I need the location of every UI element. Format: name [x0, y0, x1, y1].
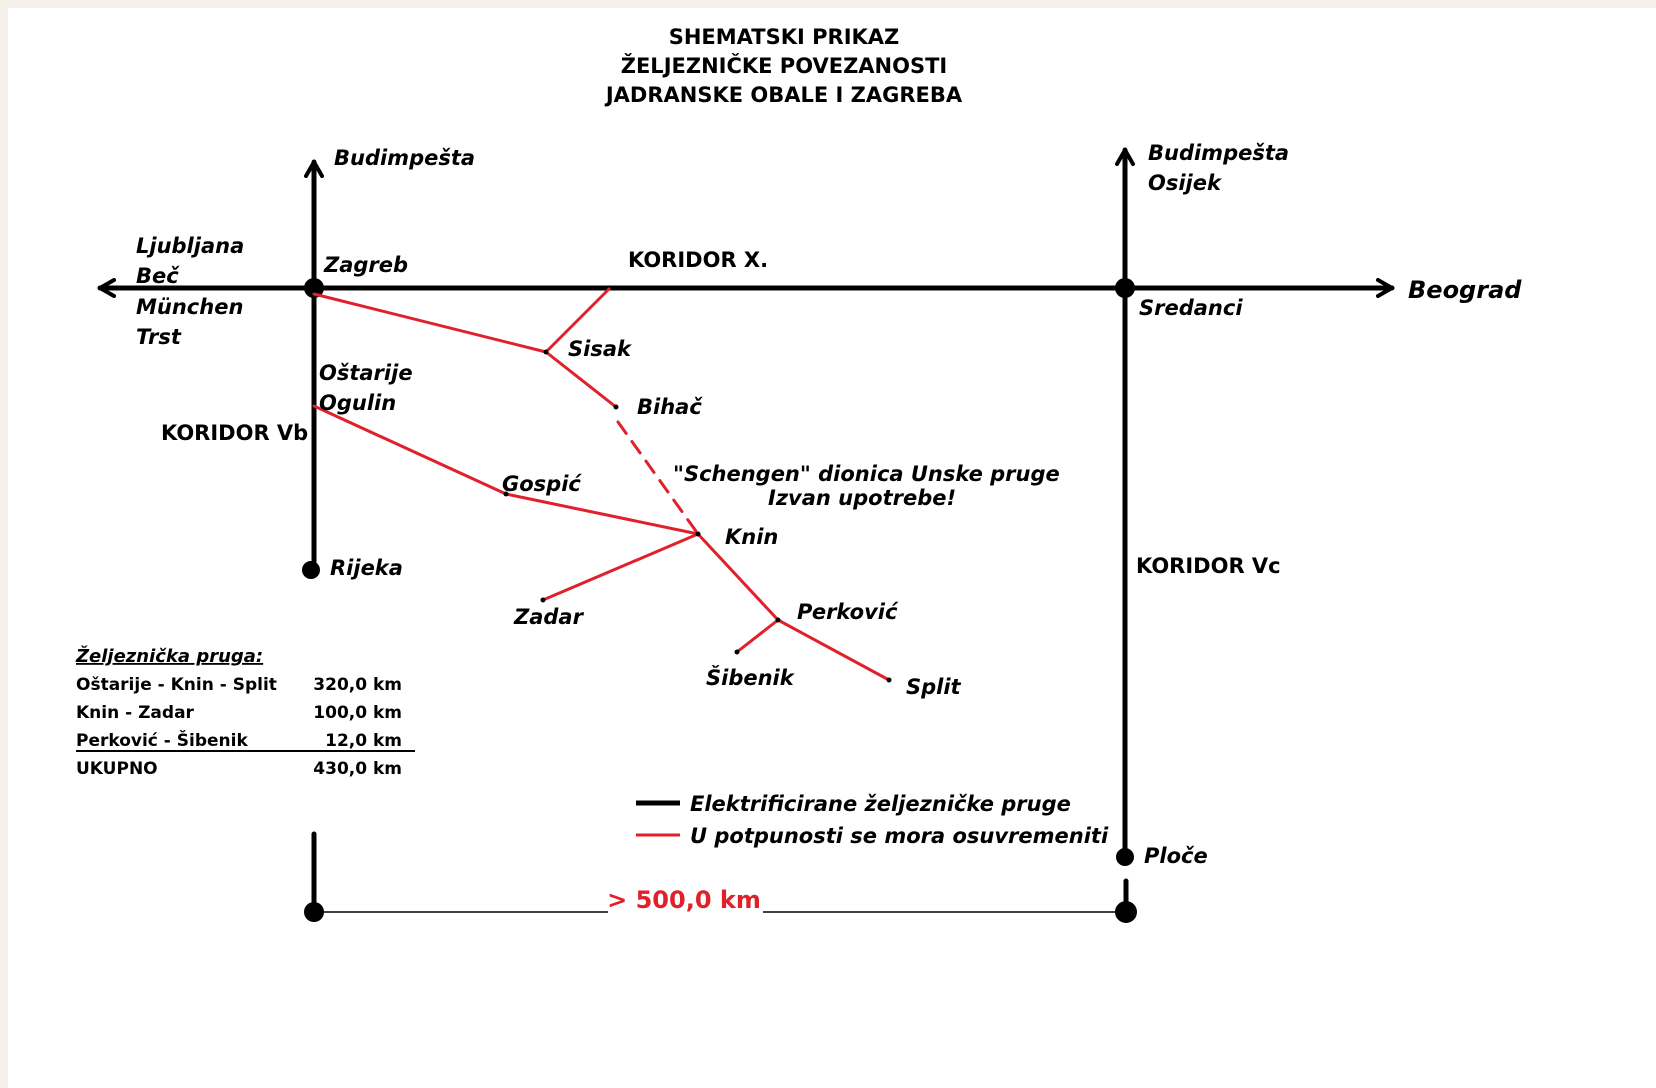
- title-line-2: ŽELJEZNIČKE POVEZANOSTI: [621, 53, 948, 78]
- title-line-1: SHEMATSKI PRIKAZ: [669, 25, 900, 49]
- perkovic-dot: [775, 617, 781, 623]
- table-heading: Željeznička pruga:: [75, 645, 263, 667]
- label-beograd: Beograd: [1408, 276, 1522, 304]
- label-bec: Beč: [136, 264, 180, 288]
- table-row-2-km: 100,0 km: [313, 703, 402, 723]
- line-knin-zadar: [541, 532, 700, 602]
- label-ogulin: Ogulin: [319, 391, 396, 415]
- title-line-3: JADRANSKE OBALE I ZAGREBA: [604, 83, 963, 107]
- line-sisak-bihac: [544, 350, 618, 409]
- railway-diagram: SHEMATSKI PRIKAZ ŽELJEZNIČKE POVEZANOSTI…: [75, 25, 1522, 923]
- railway-diagram-canvas: SHEMATSKI PRIKAZ ŽELJEZNIČKE POVEZANOSTI…: [8, 8, 1656, 1088]
- line-gospic-knin: [504, 492, 700, 536]
- modernize-lines: [312, 287, 891, 682]
- label-ostarije: Oštarije: [319, 361, 413, 385]
- corridor-vb-label: KORIDOR Vb: [161, 421, 308, 445]
- table-total-km: 430,0 km: [313, 759, 402, 779]
- zagreb-node: [304, 278, 324, 298]
- line-sisak-corridor-x: [544, 287, 611, 354]
- place-labels: Budimpešta Budimpešta Osijek Ljubljana B…: [136, 141, 1522, 868]
- label-trst: Trst: [136, 325, 182, 349]
- schengen-note-line-1: "Schengen" dionica Unske pruge: [673, 462, 1060, 486]
- knin-dot: [695, 531, 701, 537]
- station-dots: [503, 349, 892, 683]
- label-knin: Knin: [725, 525, 778, 549]
- label-sibenik: Šibenik: [706, 665, 796, 690]
- split-dot: [886, 677, 892, 683]
- schengen-note: "Schengen" dionica Unske pruge Izvan upo…: [673, 462, 1060, 510]
- table-row-1-km: 320,0 km: [313, 675, 402, 695]
- table-row-3-km: 12,0 km: [325, 731, 402, 751]
- label-zadar: Zadar: [513, 605, 585, 629]
- distance-label: > 500,0 km: [607, 886, 761, 914]
- label-gospic: Gospić: [502, 472, 582, 496]
- legend-electrified-label: Elektrificirane željezničke pruge: [690, 792, 1071, 816]
- label-budimpesta-right: Budimpešta: [1148, 141, 1289, 165]
- label-bihac: Bihač: [637, 395, 703, 419]
- label-munchen: München: [136, 295, 243, 319]
- legend: Elektrificirane željezničke pruge U potp…: [636, 792, 1109, 848]
- line-knin-perkovic: [696, 532, 780, 622]
- label-budimpesta-left: Budimpešta: [334, 146, 475, 170]
- label-sredanci: Sredanci: [1139, 296, 1243, 320]
- line-bihac-knin-dashed: [616, 420, 700, 536]
- corridor-vc-label: KORIDOR Vc: [1136, 554, 1281, 578]
- label-split: Split: [906, 675, 962, 699]
- table-row-1-name: Oštarije - Knin - Split: [76, 675, 277, 695]
- label-sisak: Sisak: [568, 337, 633, 361]
- sredanci-node: [1115, 278, 1135, 298]
- label-zagreb: Zagreb: [323, 253, 408, 277]
- table-total-name: UKUPNO: [76, 759, 158, 779]
- line-ogulin-gospic: [312, 404, 508, 496]
- label-osijek: Osijek: [1148, 171, 1223, 195]
- corridor-x-label: KORIDOR X.: [628, 248, 768, 272]
- sibenik-dot: [734, 649, 740, 655]
- label-rijeka: Rijeka: [330, 556, 403, 580]
- label-ljubljana: Ljubljana: [136, 234, 244, 258]
- bihac-dot: [613, 404, 619, 410]
- table-row-3-name: Perković - Šibenik: [76, 729, 248, 751]
- rijeka-node: [302, 561, 320, 579]
- line-zagreb-sisak: [312, 292, 548, 354]
- zadar-dot: [540, 597, 546, 603]
- label-ploce: Ploče: [1144, 844, 1208, 868]
- label-perkovic: Perković: [797, 600, 899, 624]
- sisak-dot: [543, 349, 549, 355]
- ploce-node: [1116, 848, 1134, 866]
- distance-table: Željeznička pruga: Oštarije - Knin - Spl…: [75, 645, 415, 779]
- line-perkovic-split: [776, 618, 891, 682]
- gospic-dot: [503, 491, 509, 497]
- diagram-title: SHEMATSKI PRIKAZ ŽELJEZNIČKE POVEZANOSTI…: [604, 25, 963, 107]
- legend-modernize-label: U potpunosti se mora osuvremeniti: [690, 824, 1109, 848]
- schengen-note-line-2: Izvan upotrebe!: [768, 486, 956, 510]
- table-row-2-name: Knin - Zadar: [76, 703, 195, 723]
- scale-bar: > 500,0 km: [314, 886, 1126, 914]
- line-perkovic-sibenik: [735, 618, 780, 654]
